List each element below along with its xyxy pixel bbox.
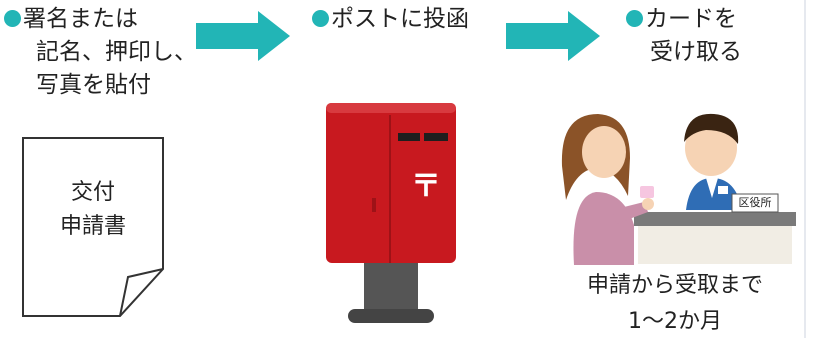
arrow-right-icon	[506, 11, 600, 61]
step-line: ポストに投函	[312, 3, 469, 36]
bullet-dot-icon	[626, 10, 643, 27]
duration-line: 1〜2か月	[628, 309, 722, 334]
counter-scene-icon	[561, 113, 796, 265]
step-line: カードを	[626, 3, 742, 36]
postbox-icon	[326, 103, 456, 323]
document-label-line: 申請書	[59, 214, 126, 239]
step-line: 受け取る	[650, 39, 742, 65]
step-text: ポストに投函	[331, 6, 469, 32]
step-text: カードを	[645, 6, 737, 32]
divider	[804, 0, 806, 338]
bullet-dot-icon	[312, 10, 329, 27]
step-post-in-mailbox: ポストに投函	[312, 3, 469, 36]
step-line: 記名、押印し、	[36, 39, 197, 65]
duration-text: 申請から受取まで 1〜2か月	[570, 268, 780, 340]
duration-line: 申請から受取まで	[586, 273, 763, 298]
step-line: 署名または	[4, 3, 197, 36]
arrow-right-icon	[196, 11, 290, 61]
postal-mark: 〒	[411, 169, 441, 204]
application-form-icon	[22, 137, 164, 317]
document-label: 交付 申請書	[22, 176, 164, 244]
step-sign-and-attach-photo: 署名または 記名、押印し、 写真を貼付	[4, 3, 197, 102]
counter-sign-label: 区役所	[738, 196, 772, 209]
step-receive-card: カードを 受け取る	[626, 3, 742, 69]
document-label-line: 交付	[70, 180, 115, 205]
bullet-dot-icon	[4, 10, 21, 27]
step-text: 署名または	[23, 6, 138, 32]
step-line: 写真を貼付	[36, 72, 151, 98]
